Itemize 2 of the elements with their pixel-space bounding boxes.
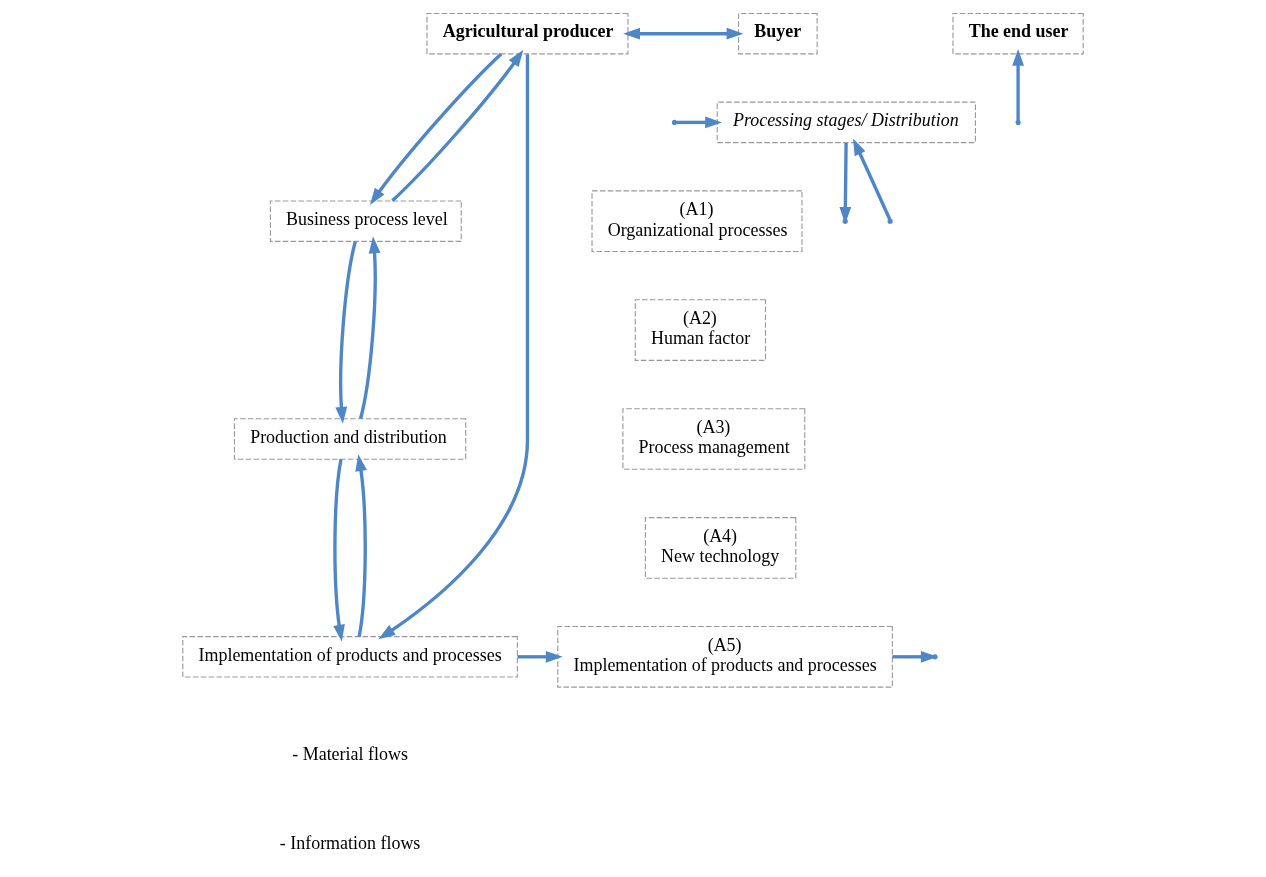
legend-label: - Information flows bbox=[279, 832, 421, 853]
legend-label: - Material flows bbox=[292, 743, 408, 764]
